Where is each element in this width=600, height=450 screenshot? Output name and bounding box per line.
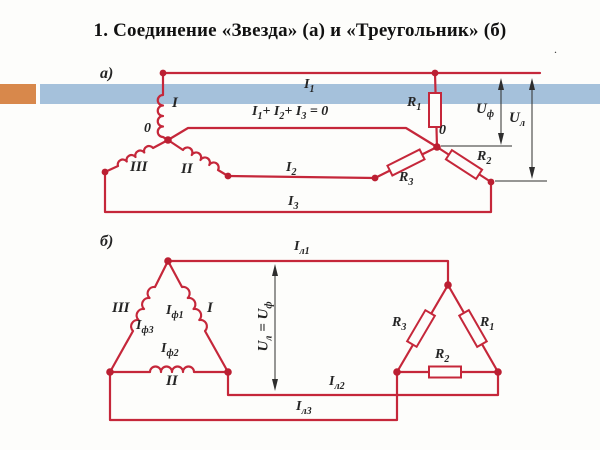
label-winding-2-b: II <box>166 373 178 389</box>
label-node-right: 0 <box>439 123 446 138</box>
label-winding-1-b: I <box>207 300 213 316</box>
label-phase-current-if3: Iф3 <box>136 318 154 336</box>
delta-winding-2 <box>108 365 230 374</box>
delta-winding-1 <box>166 259 230 374</box>
delta-circuit-wires <box>108 259 500 422</box>
delta-winding-3 <box>108 259 170 374</box>
label-line-current-il3: Iл3 <box>296 399 312 417</box>
accent-bar-orange <box>0 84 36 104</box>
label-node-left: 0 <box>144 121 151 136</box>
resistor-r3-body-b <box>405 308 437 349</box>
resistor-r1-body-b <box>457 308 489 349</box>
star-junction-dots <box>101 69 495 186</box>
label-voltage-equality: Uл = Uф <box>255 301 275 352</box>
winding-coil-2 <box>166 138 230 178</box>
label-resistor-r2-b: R2 <box>435 347 450 365</box>
wire-neutral <box>166 126 439 149</box>
delta-resistor-bodies <box>405 308 489 379</box>
label-voltage-line: Uл <box>509 110 525 129</box>
label-resistor-r1-b: R1 <box>480 315 495 333</box>
accent-bar-blue <box>40 84 600 104</box>
slide-title: 1. Соединение «Звезда» (а) и «Треугольни… <box>93 20 507 41</box>
diagram-a-caption: а) <box>100 65 114 82</box>
star-resistor-bodies <box>386 92 484 181</box>
label-winding-2-a: II <box>181 161 193 177</box>
voltage-equality-arrow <box>272 264 278 391</box>
delta-junction-dots <box>106 257 502 376</box>
label-current-i2: I2 <box>286 160 297 178</box>
wire-il1 <box>166 259 450 287</box>
diagram-b-caption: б) <box>100 233 114 250</box>
resistor-r3-body <box>386 148 426 177</box>
label-current-i1: I1 <box>304 77 315 95</box>
label-current-i3: I3 <box>288 194 299 212</box>
label-resistor-r3-a: R3 <box>399 170 414 188</box>
voltage-dimension-arrowheads <box>498 78 535 179</box>
label-phase-current-if2: Iф2 <box>161 341 179 359</box>
resistor-r1-body <box>428 92 442 128</box>
label-line-current-il1: Iл1 <box>294 239 310 257</box>
wire-i2 <box>226 174 377 180</box>
label-kirchhoff-equation: I1+ I2+ I3 = 0 <box>252 104 329 122</box>
stray-period-mark: . <box>554 42 557 56</box>
label-line-current-il2: Iл2 <box>329 374 345 392</box>
winding-coil-3 <box>103 138 170 174</box>
label-winding-1-a: I <box>172 95 178 111</box>
wire-il2 <box>226 370 500 397</box>
wire-il3 <box>108 370 399 422</box>
voltage-dimension-lines <box>441 84 547 182</box>
label-resistor-r1-a: R1 <box>407 95 422 113</box>
label-winding-3-a: III <box>130 159 148 175</box>
winding-coil-1 <box>156 71 170 142</box>
resistor-r2-body <box>444 148 484 181</box>
label-resistor-r2-a: R2 <box>477 149 492 167</box>
resistor-r2-body-b <box>428 365 462 379</box>
label-voltage-phase: Uф <box>476 101 495 120</box>
label-winding-3-b: III <box>112 300 130 316</box>
label-resistor-r3-b: R3 <box>392 315 407 333</box>
label-phase-current-if1: Iф1 <box>166 303 184 321</box>
wire-i3 <box>103 170 493 214</box>
